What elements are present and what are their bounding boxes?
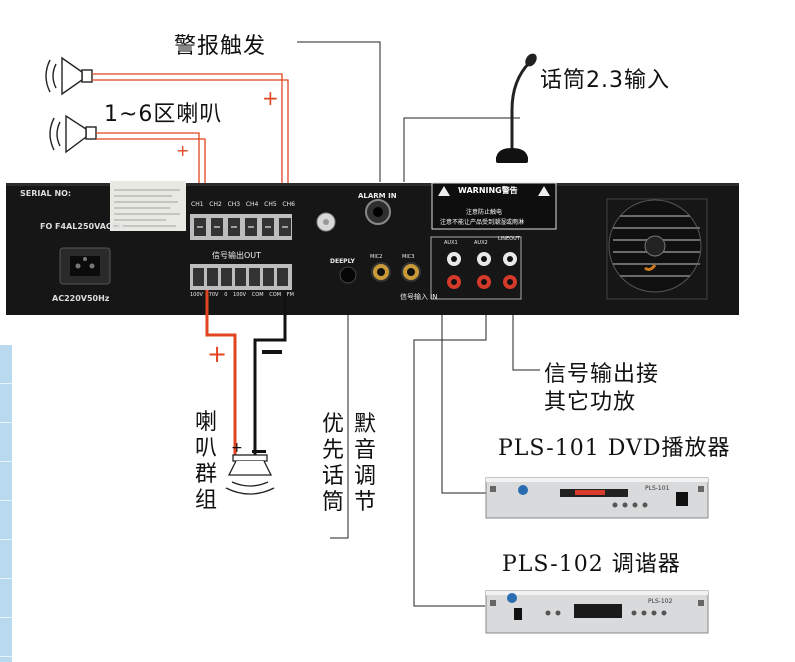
plus-sign-4: + (231, 440, 243, 456)
power-label: AC220V50Hz (52, 294, 110, 303)
aux2-label: AUX2 (474, 240, 488, 246)
out-terminal-label: COM (269, 292, 282, 298)
out-terminal-label: 100V (233, 292, 247, 298)
signal-out-label-1: 信号输出接 (544, 362, 660, 387)
signal-in-panel-label: 信号输入 IN (400, 293, 438, 301)
ch-label: CH6 (282, 201, 295, 208)
ch-label: CH1 (191, 201, 204, 208)
mic2-label: MIC2 (370, 254, 383, 260)
left-edge-strip (0, 345, 12, 662)
out-terminal-label: COM (251, 292, 264, 298)
serial-label: SERIAL NO: (20, 189, 72, 198)
out-terminal-label: 70V (208, 292, 219, 298)
ch-label: CH5 (264, 201, 277, 208)
rca-jacks (447, 252, 517, 289)
tuner-label: PLS-102 调谐器 (502, 552, 681, 577)
out-terminal-label: 0 (224, 292, 228, 298)
dvd-player-label: PLS-101 DVD播放器 (498, 436, 731, 461)
warning-line-1: 注意防止触电 (466, 209, 503, 216)
plus-sign-1: + (262, 86, 279, 110)
dvd-player-device (485, 477, 709, 519)
dvd-brand-label: PLS-101 (645, 485, 670, 492)
plus-sign-3: + (207, 340, 228, 368)
ch-label: CH2 (209, 201, 222, 208)
aux1-label: AUX1 (444, 240, 458, 246)
out-terminal-labels: 100V 70V 0 100V COM COM FM (190, 292, 294, 298)
mute-adjust-label: 默音调节 (353, 412, 376, 515)
speaker-group-wires (205, 290, 287, 455)
signal-out-panel-label: 信号输出OUT (212, 251, 262, 260)
out-terminal-label: FM (286, 292, 294, 298)
ceiling-speaker-icon (225, 454, 275, 495)
ch-label: CH4 (245, 201, 259, 208)
horn-speaker-2-icon (49, 114, 97, 154)
amplifier-rear-panel (6, 181, 739, 315)
alarm-in-panel-label: ALARM IN (358, 192, 397, 200)
speaker-zones-label: 1~6区喇叭 (104, 102, 223, 127)
line-out-label: LINEOUT (498, 236, 520, 242)
plus-sign-2: + (176, 141, 190, 160)
gooseneck-mic-icon (496, 53, 537, 163)
priority-mic-label: 优先话筒 (321, 412, 344, 515)
ch-label: CH3 (227, 201, 241, 208)
out-terminal-label: 100V (190, 292, 203, 298)
warning-title: WARNING警告 (458, 186, 518, 195)
mic3-label: MIC3 (402, 254, 415, 260)
fuse-label: FO F4AL250VACCH (40, 222, 125, 231)
horn-speaker-1-icon (45, 56, 93, 96)
ch-labels-row: CH1 CH2 CH3 CH4 CH5 CH6 (191, 201, 295, 208)
signal-out-label-2: 其它功放 (544, 390, 637, 415)
speaker-group-label: 喇叭群组 (194, 410, 217, 513)
deeply-label: DEEPLY (330, 258, 355, 265)
warning-line-2: 注意不能让产品受到潮湿或雨淋 (440, 219, 525, 226)
alarm-trigger-label: 警报触发 (174, 34, 267, 59)
cooling-fan (606, 198, 708, 300)
mic-input-label: 话筒2.3输入 (540, 68, 670, 93)
callout-lines (297, 41, 540, 607)
tuner-device (485, 590, 709, 634)
tuner-brand-label: PLS-102 (648, 598, 673, 605)
